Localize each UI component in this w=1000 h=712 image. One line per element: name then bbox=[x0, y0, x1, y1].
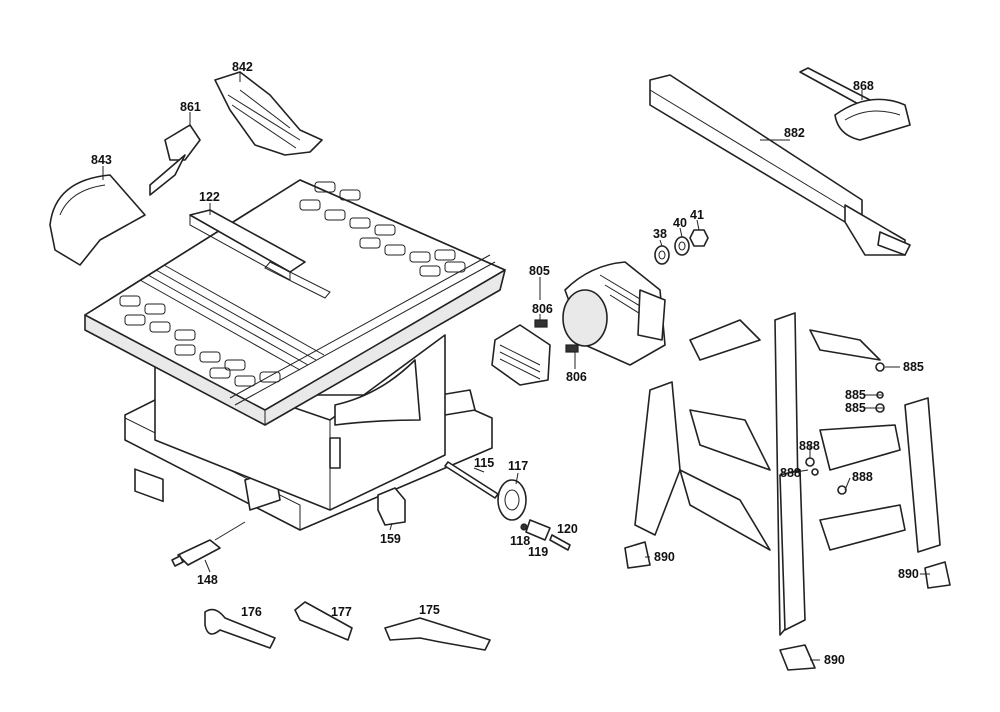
label-117: 117 bbox=[508, 459, 528, 473]
label-806-lower: 806 bbox=[566, 370, 587, 384]
leader-lines bbox=[102, 72, 930, 661]
label-890-c: 890 bbox=[824, 653, 845, 667]
label-888-a: 888 bbox=[799, 439, 820, 453]
stand-hardware bbox=[805, 362, 885, 495]
label-159: 159 bbox=[380, 532, 401, 546]
motor-assembly bbox=[562, 261, 666, 366]
label-890-b: 890 bbox=[898, 567, 919, 581]
label-38: 38 bbox=[653, 227, 667, 241]
label-842: 842 bbox=[232, 60, 253, 74]
wrenches-and-push-stick bbox=[204, 601, 491, 651]
blade-guard-assembly bbox=[214, 71, 323, 156]
label-805: 805 bbox=[529, 264, 550, 278]
label-118: 118 bbox=[510, 534, 530, 548]
miter-gauge bbox=[799, 67, 911, 141]
stand-assembly bbox=[634, 312, 941, 636]
label-122: 122 bbox=[199, 190, 220, 204]
label-806-upper: 806 bbox=[532, 302, 553, 316]
washers-and-nut bbox=[654, 229, 709, 265]
label-119: 119 bbox=[528, 545, 548, 559]
stand-feet bbox=[624, 541, 951, 671]
label-40: 40 bbox=[673, 216, 687, 230]
blade-cover bbox=[49, 174, 146, 266]
table-saw-base bbox=[84, 179, 506, 531]
label-890-a: 890 bbox=[654, 550, 675, 564]
label-885-b: 885 bbox=[845, 388, 866, 402]
switch bbox=[377, 487, 406, 526]
label-888-c: 888 bbox=[852, 470, 873, 484]
handle-parts bbox=[520, 519, 571, 551]
handwheel bbox=[497, 479, 527, 521]
fence-rail bbox=[649, 74, 911, 256]
power-cord bbox=[171, 521, 246, 567]
label-882: 882 bbox=[784, 126, 805, 140]
label-843: 843 bbox=[91, 153, 112, 167]
label-148: 148 bbox=[197, 573, 218, 587]
anti-kickback-pawl bbox=[149, 124, 201, 196]
rip-fence bbox=[189, 209, 306, 281]
label-176: 176 bbox=[241, 605, 262, 619]
label-115: 115 bbox=[474, 456, 494, 470]
label-175: 175 bbox=[419, 603, 440, 617]
label-861: 861 bbox=[180, 100, 201, 114]
part-labels: 842 861 843 122 805 806 806 38 40 41 882… bbox=[91, 60, 924, 667]
label-888-b: 888 bbox=[780, 466, 801, 480]
motor-end-cover bbox=[491, 324, 551, 386]
carbon-brushes bbox=[534, 319, 579, 353]
label-120: 120 bbox=[557, 522, 578, 536]
height-adjust-screw bbox=[444, 461, 499, 499]
label-41: 41 bbox=[690, 208, 704, 222]
label-885-c: 885 bbox=[845, 401, 866, 415]
label-868: 868 bbox=[853, 79, 874, 93]
label-177: 177 bbox=[331, 605, 352, 619]
label-885-a: 885 bbox=[903, 360, 924, 374]
